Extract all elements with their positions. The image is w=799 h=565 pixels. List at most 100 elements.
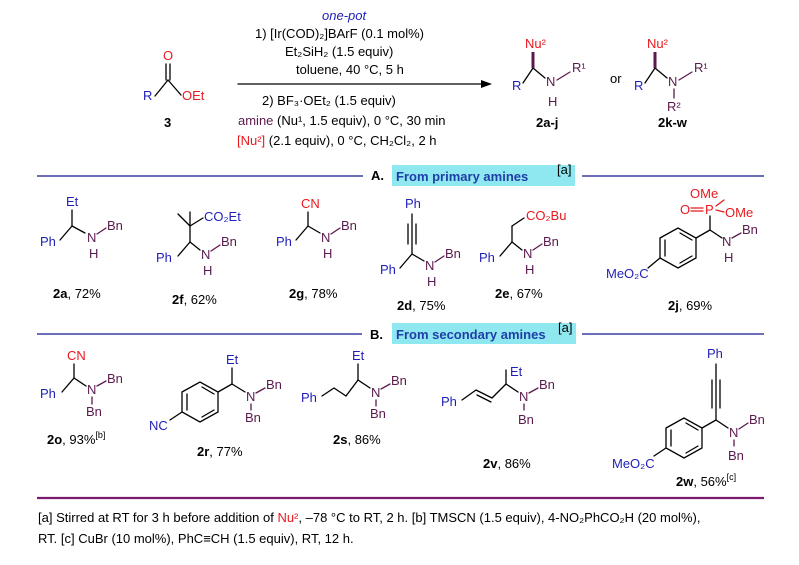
- compound-2j: MeO₂C P O OMe OMe N H Bn 2j, 69%: [606, 186, 758, 313]
- footnote-nu2: Nu²: [277, 510, 299, 525]
- 2w-bn1: Bn: [749, 412, 765, 427]
- step2-acid: 2) BF₃·OEt₂ (1.5 equiv): [262, 93, 396, 108]
- 2s-id: 2s: [333, 432, 347, 447]
- 2v-bn2: Bn: [518, 412, 534, 427]
- 2d-ph: Ph: [380, 262, 396, 277]
- compound-2e: Ph CO₂Bu N H Bn 2e, 67%: [479, 208, 566, 301]
- 2s-ph: Ph: [301, 390, 317, 405]
- 2g-yield: , 78%: [304, 286, 338, 301]
- 2r-nc: NC: [149, 418, 168, 433]
- 2r-et: Et: [226, 352, 239, 367]
- 2o-bn2: Bn: [86, 404, 102, 419]
- product2-n: N: [668, 74, 677, 89]
- 2j-bn: Bn: [742, 222, 758, 237]
- compound-2s: Ph Et N Bn Bn 2s, 86%: [301, 348, 407, 447]
- footnote-a-text: [a] Stirred at RT for 3 h before additio…: [38, 510, 277, 525]
- 2o-yield: , 93%: [62, 432, 96, 447]
- 2e-n: N: [523, 246, 532, 261]
- reaction-conditions: one-pot 1) [Ir(COD)₂]BArF (0.1 mol%) Et₂…: [237, 8, 492, 148]
- 2o-id: 2o: [47, 432, 62, 447]
- 2s-et: Et: [352, 348, 365, 363]
- svg-text:2r, 77%: 2r, 77%: [197, 444, 243, 459]
- 2d-id: 2d: [397, 298, 412, 313]
- 2v-n: N: [519, 389, 528, 404]
- svg-text:2v, 86%: 2v, 86%: [483, 456, 531, 471]
- product-tertiary-amine: Nu² R N R¹ R² 2k-w: [634, 36, 708, 130]
- reaction-arrowhead: [481, 80, 492, 88]
- 2j-ome-top: OMe: [690, 186, 718, 201]
- 2d-yield: , 75%: [412, 298, 446, 313]
- 2j-h: H: [724, 250, 733, 265]
- svg-text:2w, 56%[c]: 2w, 56%[c]: [676, 472, 736, 489]
- 2o-bn1: Bn: [107, 371, 123, 386]
- 2w-n: N: [729, 425, 738, 440]
- svg-text:2o, 93%[b]: 2o, 93%[b]: [47, 430, 105, 447]
- 2j-o: O: [680, 202, 690, 217]
- 2e-yield: , 67%: [509, 286, 543, 301]
- 2s-bn1: Bn: [391, 373, 407, 388]
- 2r-bn2: Bn: [245, 410, 261, 425]
- 2o-ph: Ph: [40, 386, 56, 401]
- product1-h: H: [548, 94, 557, 109]
- 2j-meo2c: MeO₂C: [606, 266, 649, 281]
- compound-2w: Ph MeO₂C N Bn Bn 2w, 56%[c]: [612, 346, 765, 489]
- 2a-n: N: [87, 230, 96, 245]
- product2-nu2: Nu²: [647, 36, 669, 51]
- section-b-note: [a]: [558, 320, 572, 335]
- svg-text:2f, 62%: 2f, 62%: [172, 292, 217, 307]
- 2v-yield: , 86%: [497, 456, 531, 471]
- 2f-yield: , 62%: [184, 292, 218, 307]
- compound-3-label: 3: [164, 115, 171, 130]
- 2d-ph-top: Ph: [405, 196, 421, 211]
- svg-text:2d, 75%: 2d, 75%: [397, 298, 446, 313]
- 2d-h: H: [427, 274, 436, 289]
- 2e-ph: Ph: [479, 250, 495, 265]
- section-a-note: [a]: [557, 162, 571, 177]
- section-a-letter: A.: [371, 168, 384, 183]
- 2w-bn2: Bn: [728, 448, 744, 463]
- product1-r1: R¹: [572, 60, 586, 75]
- product2-r2: R²: [667, 99, 681, 114]
- step1-catalyst: 1) [Ir(COD)₂]BArF (0.1 mol%): [255, 26, 424, 41]
- product1-nu2: Nu²: [525, 36, 547, 51]
- 2f-n: N: [201, 247, 210, 262]
- 2j-id: 2j: [668, 298, 679, 313]
- 2g-cn: CN: [301, 196, 320, 211]
- 2o-note: [b]: [95, 430, 105, 440]
- 2j-ome-right: OMe: [725, 205, 753, 220]
- 2s-bn2: Bn: [370, 406, 386, 421]
- 2v-bn1: Bn: [539, 377, 555, 392]
- svg-text:2e, 67%: 2e, 67%: [495, 286, 543, 301]
- 2g-h: H: [323, 246, 332, 261]
- 2v-et: Et: [510, 364, 523, 379]
- product2-r: R: [634, 78, 643, 93]
- 2w-ph: Ph: [707, 346, 723, 361]
- 2g-ph: Ph: [276, 234, 292, 249]
- compound-2r: NC Et N Bn Bn 2r, 77%: [149, 352, 282, 459]
- svg-text:2j, 69%: 2j, 69%: [668, 298, 713, 313]
- 2e-bn: Bn: [543, 234, 559, 249]
- svg-text:2a, 72%: 2a, 72%: [53, 286, 101, 301]
- footnote-b-text: , –78 °C to RT, 2 h. [b] TMSCN (1.5 equi…: [298, 510, 700, 525]
- 2f-bn: Bn: [221, 234, 237, 249]
- compound-2g: Ph CN N H Bn 2g, 78%: [276, 196, 357, 301]
- 2f-ph: Ph: [156, 250, 172, 265]
- compound-2v: Ph Et N Bn Bn 2v, 86%: [441, 364, 555, 471]
- 2r-yield: , 77%: [209, 444, 243, 459]
- step1-silane: Et₂SiH₂ (1.5 equiv): [285, 44, 393, 59]
- svg-text:2g, 78%: 2g, 78%: [289, 286, 338, 301]
- 2a-h: H: [89, 246, 98, 261]
- section-a-header: A. From primary amines [a]: [37, 162, 764, 186]
- 2d-bn: Bn: [445, 246, 461, 261]
- compound-2a: Ph Et N H Bn 2a, 72%: [40, 194, 123, 301]
- 2r-bn1: Bn: [266, 377, 282, 392]
- svg-text:[Nu²] (2.1 equiv), 0 °C, CH₂Cl: [Nu²] (2.1 equiv), 0 °C, CH₂Cl₂, 2 h: [237, 133, 437, 148]
- 2w-note: [c]: [727, 472, 737, 482]
- product2-series-label: 2k-w: [658, 115, 688, 130]
- 2o-cn: CN: [67, 348, 86, 363]
- or-word: or: [610, 71, 622, 86]
- ester-carbonyl-o: O: [163, 48, 173, 63]
- 2g-id: 2g: [289, 286, 304, 301]
- 2a-id: 2a: [53, 286, 68, 301]
